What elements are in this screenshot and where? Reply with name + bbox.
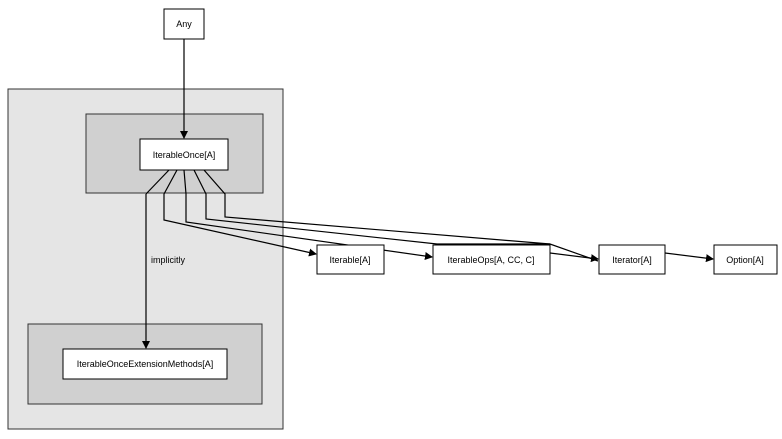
node-label: IterableOnceExtensionMethods[A] [77,359,214,369]
node-label: IterableOnce[A] [153,150,216,160]
edge-iterator-to-option [664,252,714,263]
node-iterator[interactable]: Iterator[A] [598,244,666,275]
node-label: Iterator[A] [612,255,652,265]
node-label: Option[A] [726,255,764,265]
edges [142,39,714,349]
edge-iterable-once-to-iterator-upper [203,169,551,245]
node-iterable-ops[interactable]: IterableOps[A, CC, C] [432,244,551,275]
node-label: Iterable[A] [329,255,370,265]
node-label: Any [176,19,192,29]
edge-iterable-once-to-iterable-ops [183,169,433,260]
node-any[interactable]: Any [163,8,205,40]
edge-extension-methods-origin [145,169,170,195]
edge-label-implicitly: implicitly [151,255,186,265]
edge-iterable-once-to-iterator [193,169,599,262]
node-extension-methods[interactable]: IterableOnceExtensionMethods[A] [62,348,228,380]
node-iterable-once[interactable]: IterableOnce[A] [139,138,229,171]
edge-iterable-ops-to-iterator [549,252,599,263]
node-label: IterableOps[A, CC, C] [447,255,534,265]
edge-iterable-once-to-iterable [163,169,317,257]
node-iterable[interactable]: Iterable[A] [316,244,385,275]
node-option[interactable]: Option[A] [713,244,778,275]
